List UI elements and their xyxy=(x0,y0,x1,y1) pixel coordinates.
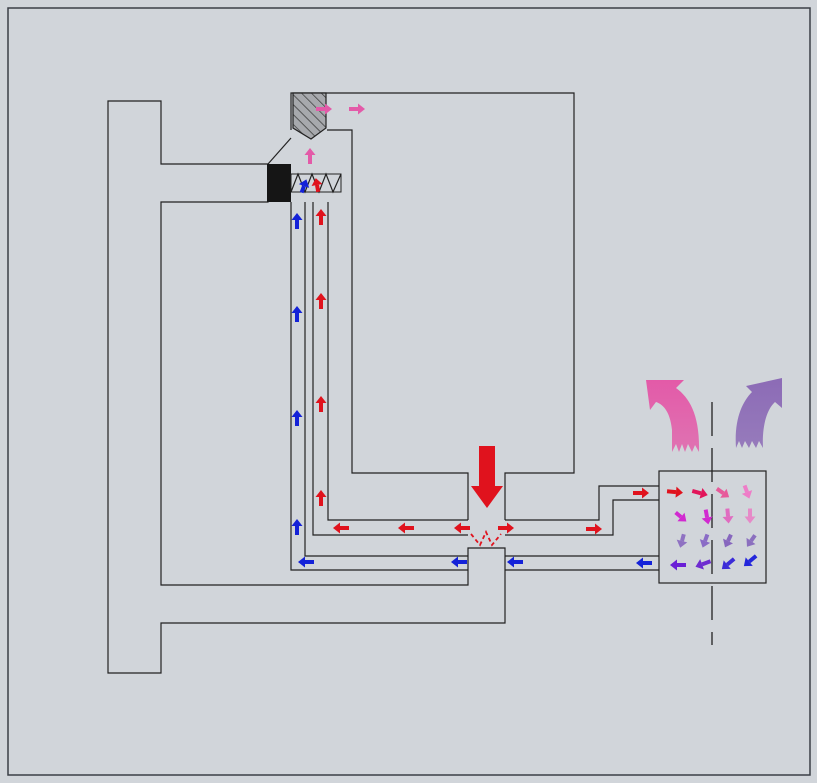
hot-right-arrow-icon xyxy=(498,522,514,534)
outlet-middle-wall xyxy=(505,499,659,536)
pink-plume-icon xyxy=(646,380,700,452)
valve-slope-line xyxy=(267,137,292,165)
pink-up-arrow-icon xyxy=(304,148,316,164)
cold-up-arrow-icon xyxy=(291,213,303,229)
hot-up-arrow-icon xyxy=(315,293,327,309)
cold-up-arrow-icon xyxy=(291,410,303,426)
cold-left-arrow-icon xyxy=(298,556,314,568)
hot-up-arrow-icon xyxy=(315,490,327,506)
hot-right-arrow-icon xyxy=(633,487,649,499)
mix-arrow-icon xyxy=(691,487,708,499)
mix-arrow-icon xyxy=(701,509,713,525)
left-frame-structure xyxy=(107,100,506,674)
hot-up-arrow-icon xyxy=(315,396,327,412)
hot-left-arrow-icon xyxy=(454,522,470,534)
mix-arrow-icon xyxy=(715,487,730,498)
cold-channel-outer-wall xyxy=(290,202,468,571)
hot-channel-inner-wall xyxy=(327,202,468,521)
mix-arrow-icon xyxy=(744,508,756,524)
hatched-valve-icon xyxy=(292,92,327,140)
hot-left-arrow-icon xyxy=(398,522,414,534)
mix-arrow-icon xyxy=(741,484,753,499)
cold-up-arrow-icon xyxy=(298,179,310,194)
mix-arrow-icon xyxy=(743,554,758,567)
cold-left-arrow-icon xyxy=(636,557,652,569)
hot-left-arrow-icon xyxy=(333,522,349,534)
mix-arrow-icon xyxy=(746,534,757,547)
mix-arrow-icon xyxy=(721,557,736,570)
mix-arrow-icon xyxy=(723,533,733,548)
mix-arrow-icon xyxy=(722,508,734,524)
down-arrow-icon xyxy=(471,446,503,508)
pink-right-arrow-icon xyxy=(316,103,332,115)
nozzle-icon xyxy=(470,529,502,547)
outer-frame xyxy=(7,7,811,776)
outlet-upper-wall xyxy=(505,485,659,521)
hot-right-arrow-icon xyxy=(586,523,602,535)
mix-arrow-icon xyxy=(674,510,687,522)
flow-arrows xyxy=(291,103,758,571)
upper-chamber-wall xyxy=(290,92,575,520)
mix-arrow-icon xyxy=(695,559,712,570)
mix-arrow-icon xyxy=(676,533,688,548)
violet-plume-icon xyxy=(735,378,782,448)
cold-up-arrow-icon xyxy=(291,519,303,535)
cold-left-arrow-icon xyxy=(451,556,467,568)
hot-channel-outer-wall xyxy=(312,202,468,536)
hot-up-arrow-icon xyxy=(315,209,327,225)
mix-arrow-icon xyxy=(666,486,683,498)
hot-up-arrow-icon xyxy=(311,178,323,193)
pink-right-arrow-icon xyxy=(349,103,365,115)
cold-up-arrow-icon xyxy=(291,306,303,322)
cold-channel-inner-wall xyxy=(304,202,468,557)
mix-arrow-icon xyxy=(699,533,711,548)
plug-block-icon xyxy=(267,164,291,202)
cold-left-arrow-icon xyxy=(507,556,523,568)
upper-chamber-inner-wall xyxy=(327,129,469,520)
mix-arrow-icon xyxy=(670,559,686,571)
